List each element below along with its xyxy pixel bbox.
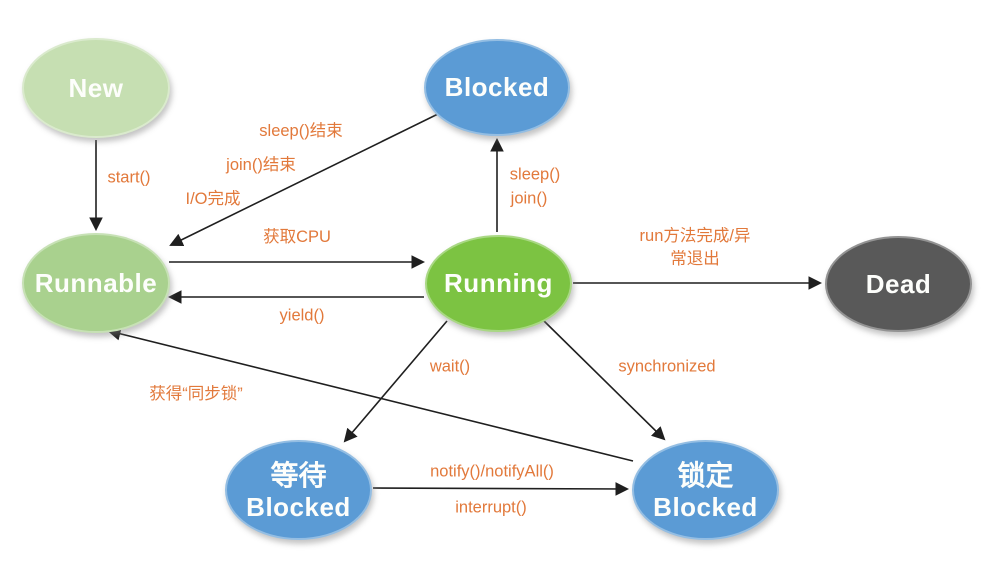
edge-label-acquire-lock: 获得“同步锁” (149, 385, 243, 403)
node-wait-blocked: 等待 Blocked (225, 440, 372, 540)
edge-label-run-complete: run方法完成/异 常退出 (632, 225, 758, 271)
edge-label-notify: notify()/notifyAll() (430, 462, 554, 481)
node-wait-blocked-label-zh: 等待 (270, 459, 327, 491)
node-runnable-label: Runnable (34, 267, 158, 298)
node-new: New (22, 38, 170, 138)
edge-label-join: join() (510, 189, 548, 208)
edge-label-io-done: I/O完成 (185, 190, 241, 208)
node-new-label: New (68, 72, 124, 103)
node-running: Running (425, 235, 572, 332)
edge-label-wait: wait() (429, 357, 471, 376)
edge-label-sleep-end: sleep()结束 (259, 122, 343, 140)
arrow-wait-blocked-to-lock-blocked (372, 482, 630, 496)
edge-label-run-complete-line2: 常退出 (670, 250, 720, 268)
edge-label-acquire-cpu: 获取CPU (263, 228, 331, 246)
arrow-lock-blocked-to-runnable (107, 327, 634, 462)
node-runnable: Runnable (22, 233, 170, 333)
node-running-label: Running (444, 268, 553, 299)
edge-label-join-end: join()结束 (226, 156, 296, 174)
node-lock-blocked-label-zh: 锁定 (677, 459, 734, 491)
arrow-blocked-to-runnable (169, 112, 441, 247)
edge-label-run-complete-line1: run方法完成/异 (639, 227, 751, 245)
node-dead: Dead (825, 236, 972, 332)
arrow-running-to-wait-blocked (343, 320, 448, 443)
node-dead-label: Dead (865, 268, 932, 299)
node-wait-blocked-label-en: Blocked (246, 491, 351, 522)
arrow-running-to-lock-blocked (542, 319, 666, 441)
edge-label-start: start() (107, 168, 151, 187)
edge-label-sleep: sleep() (509, 165, 561, 184)
node-lock-blocked: 锁定 Blocked (632, 440, 779, 540)
node-lock-blocked-label-en: Blocked (653, 491, 758, 522)
edge-label-yield: yield() (279, 306, 325, 325)
node-blocked-label: Blocked (444, 72, 550, 103)
edge-label-synchronized: synchronized (618, 357, 716, 376)
edge-label-interrupt: interrupt() (455, 498, 527, 517)
node-blocked: Blocked (424, 39, 570, 136)
